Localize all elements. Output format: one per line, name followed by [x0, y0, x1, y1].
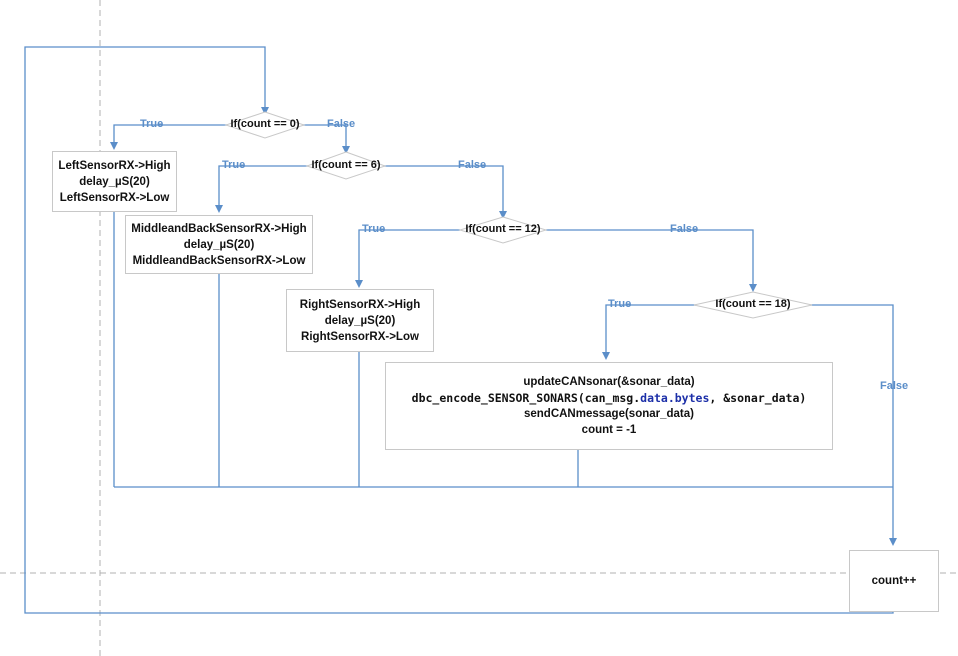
- count-increment-text: count++: [871, 575, 917, 587]
- decision-1-condition: If(count == 0): [230, 118, 300, 130]
- left-sensor-line-3: LeftSensorRX->Low: [59, 191, 170, 204]
- decision-2-false-label: False: [458, 159, 487, 171]
- decision-4-false-label: False: [880, 380, 909, 392]
- process-middle-back-sensor: MiddleandBackSensorRX->High delay_µS(20)…: [125, 215, 313, 274]
- loop-back-connector: [24, 46, 894, 614]
- connector-d4-false: [795, 304, 897, 546]
- left-sensor-line-1: LeftSensorRX->High: [58, 159, 171, 172]
- middle-sensor-line-1: MiddleandBackSensorRX->High: [131, 222, 307, 235]
- decision-diamond-3: [458, 216, 548, 244]
- middle-sensor-line-3: MiddleandBackSensorRX->Low: [132, 254, 306, 267]
- connector-d4-true: [602, 304, 712, 360]
- connector-d1-true: [110, 124, 230, 150]
- left-sensor-line-2: delay_µS(20): [79, 175, 150, 188]
- decision-1-true-label: True: [140, 118, 164, 130]
- decision-diamond-1: [224, 111, 306, 139]
- connector-d3-false: [546, 229, 757, 292]
- decision-3-false-label: False: [670, 223, 699, 235]
- can-line-2-suffix: , &sonar_data): [709, 391, 807, 405]
- connector-d1-false: [300, 124, 350, 154]
- decision-2-condition: If(count == 6): [311, 159, 381, 171]
- decision-diamond-2: [305, 151, 387, 180]
- right-sensor-line-2: delay_µS(20): [324, 314, 396, 327]
- right-sensor-line-1: RightSensorRX->High: [299, 298, 421, 311]
- can-line-3: sendCANmessage(sonar_data): [523, 408, 694, 420]
- decision-diamond-4: [693, 291, 813, 319]
- right-sensor-line-3: RightSensorRX->Low: [301, 330, 419, 343]
- decision-3-condition: If(count == 12): [465, 223, 541, 235]
- decision-3-true-label: True: [362, 223, 386, 235]
- decision-4-condition: If(count == 18): [715, 298, 791, 310]
- can-line-2: dbc_encode_SENSOR_SONARS(can_msg.data.by…: [412, 390, 807, 406]
- process-right-sensor: RightSensorRX->High delay_µS(20) RightSe…: [286, 289, 434, 352]
- can-line-1: updateCANsonar(&sonar_data): [523, 376, 695, 388]
- can-line-2-keyword: data.bytes: [640, 391, 710, 405]
- connector-d2-false: [384, 165, 507, 219]
- decision-4-true-label: True: [608, 298, 632, 310]
- can-line-2-prefix: dbc_encode_SENSOR_SONARS(can_msg.: [411, 391, 641, 405]
- process-count-increment: count++: [849, 550, 939, 612]
- process-left-sensor: LeftSensorRX->High delay_µS(20) LeftSens…: [52, 151, 177, 212]
- decision-1-false-label: False: [327, 118, 356, 130]
- connector-d2-true: [215, 165, 308, 213]
- decision-2-true-label: True: [222, 159, 246, 171]
- middle-sensor-line-2: delay_µS(20): [183, 238, 255, 251]
- process-can-send: updateCANsonar(&sonar_data) dbc_encode_S…: [385, 362, 833, 450]
- can-line-4: count = -1: [581, 424, 637, 436]
- connector-d3-true: [355, 229, 460, 288]
